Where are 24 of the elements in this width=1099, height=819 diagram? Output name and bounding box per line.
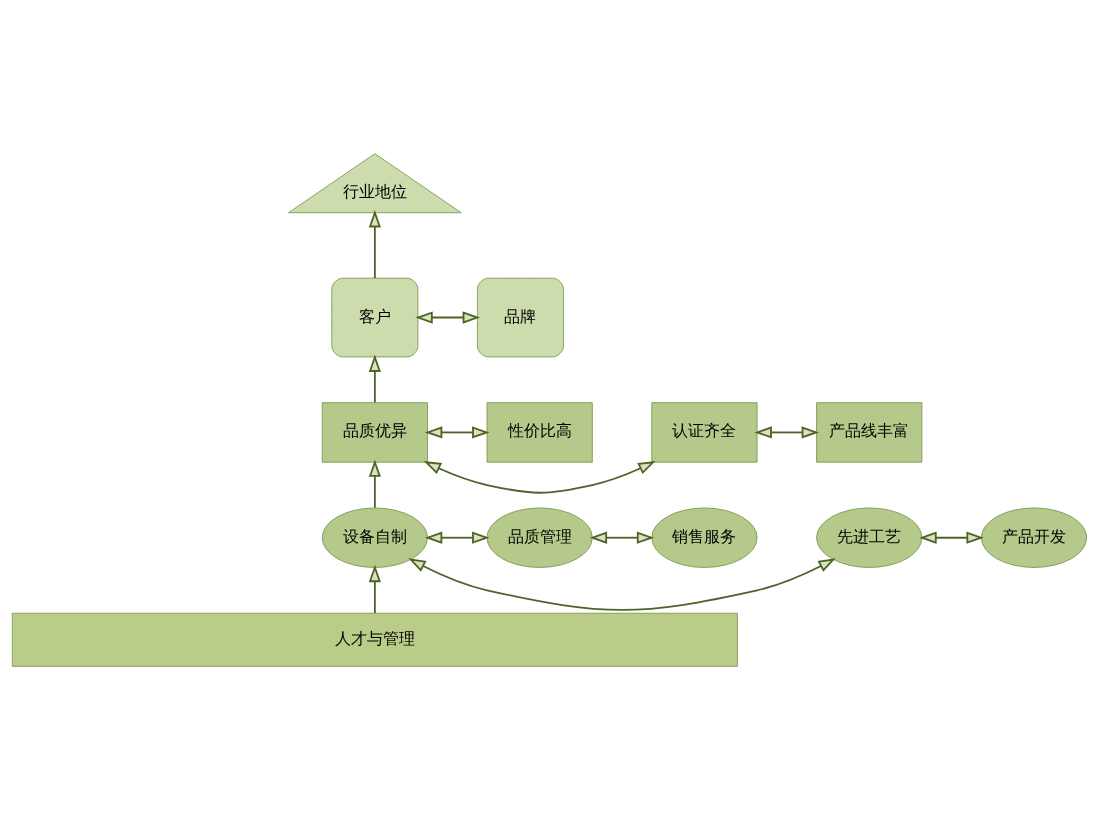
node-box: 品牌 <box>476 277 564 357</box>
node-box: 性价比高 <box>486 401 593 463</box>
arrow <box>589 531 655 544</box>
node-ellipse: 先进工艺 <box>816 507 923 568</box>
arrow <box>919 531 984 544</box>
arrow <box>368 564 381 614</box>
node-ellipse: 产品开发 <box>980 507 1088 568</box>
node-box: 客户 <box>331 277 419 357</box>
node-ellipse: 设备自制 <box>321 507 428 568</box>
node-box: 认证齐全 <box>651 401 758 463</box>
node-box: 品质优异 <box>321 401 428 463</box>
arrow <box>368 209 381 279</box>
arrow <box>368 458 381 509</box>
arrow <box>424 531 490 544</box>
arrow <box>754 425 820 439</box>
node-box: 产品线丰富 <box>816 401 923 463</box>
node-ellipse: 销售服务 <box>651 507 758 568</box>
node-box: 人才与管理 <box>11 612 738 667</box>
arrow <box>368 354 381 403</box>
arrow <box>424 425 490 439</box>
arrow <box>423 460 656 494</box>
arrow <box>415 310 481 324</box>
arrow <box>408 557 836 611</box>
node-ellipse: 品质管理 <box>486 507 593 568</box>
